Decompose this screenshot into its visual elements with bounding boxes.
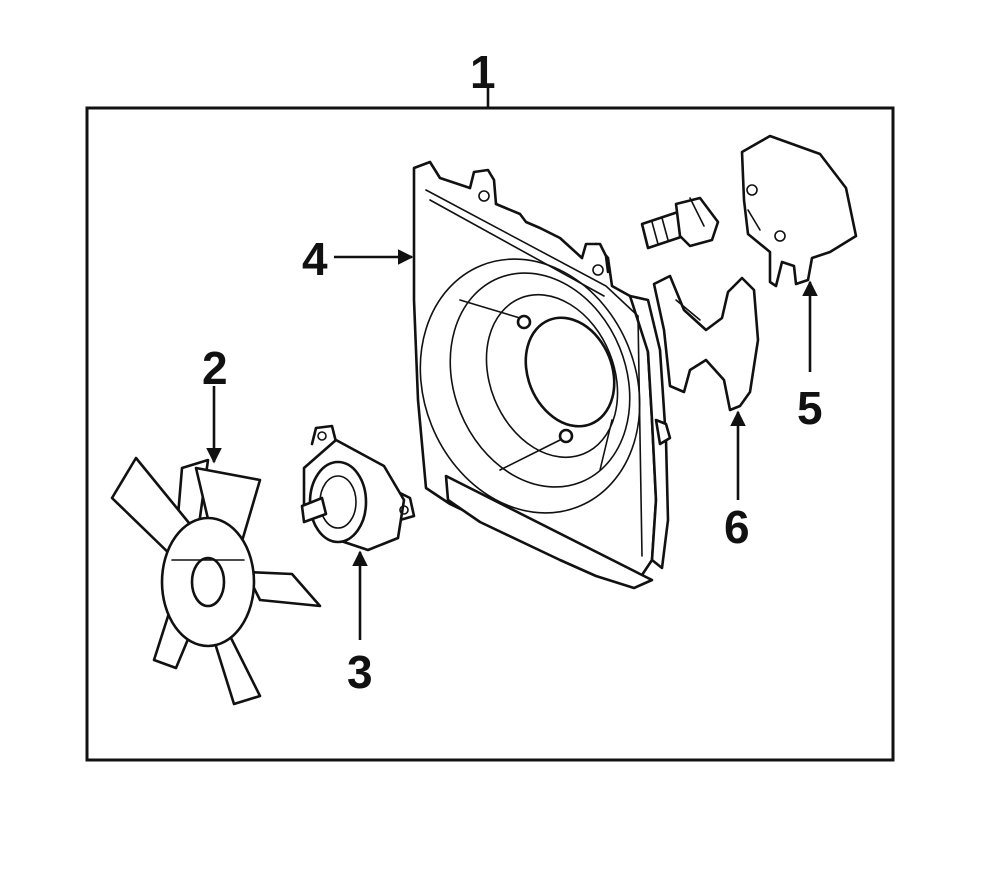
part-mounting-bracket <box>740 134 858 288</box>
part-fan-blade <box>110 456 322 706</box>
callout-4: 4 <box>302 233 328 285</box>
callout-5: 5 <box>797 382 823 434</box>
callout-3: 3 <box>347 646 373 698</box>
assembly-frame <box>85 106 895 762</box>
callout-1: 1 <box>470 46 496 98</box>
part-fan-motor <box>300 424 416 552</box>
callout-2: 2 <box>202 342 228 394</box>
callout-6: 6 <box>724 501 750 553</box>
part-spacer <box>652 274 760 412</box>
part-fan-shroud <box>412 160 672 590</box>
part-bolt <box>640 196 720 250</box>
